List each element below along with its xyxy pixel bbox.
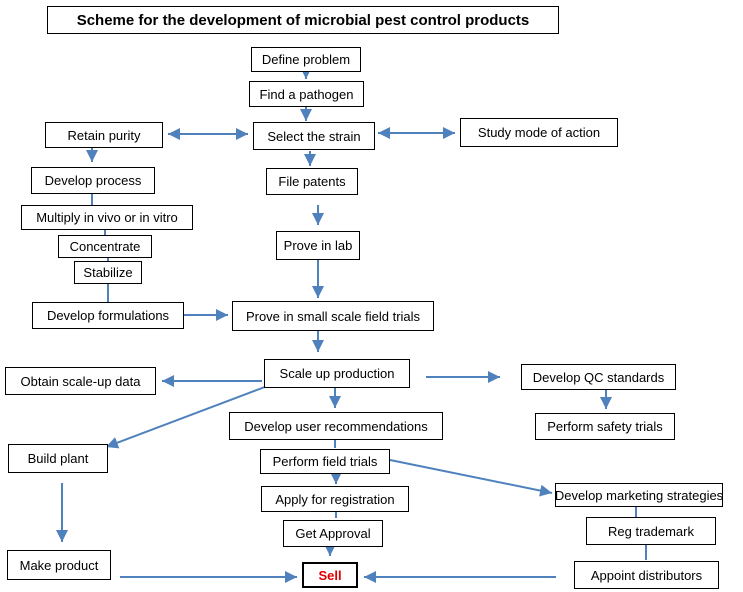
node-scale-up-production: Scale up production: [264, 359, 410, 388]
node-develop-marketing-strategies: Develop marketing strategies: [555, 483, 723, 507]
node-find-pathogen: Find a pathogen: [249, 81, 364, 107]
diagram-title: Scheme for the development of microbial …: [47, 6, 559, 34]
node-appoint-distributors: Appoint distributors: [574, 561, 719, 589]
node-retain-purity: Retain purity: [45, 122, 163, 148]
node-multiply: Multiply in vivo or in vitro: [21, 205, 193, 230]
node-build-plant: Build plant: [8, 444, 108, 473]
node-study-mode-of-action: Study mode of action: [460, 118, 618, 147]
node-reg-trademark: Reg trademark: [586, 517, 716, 545]
node-develop-formulations: Develop formulations: [32, 302, 184, 329]
node-apply-for-registration: Apply for registration: [261, 486, 409, 512]
node-perform-field-trials: Perform field trials: [260, 449, 390, 474]
node-select-strain: Select the strain: [253, 122, 375, 150]
arrow-perform-to-marketing: [389, 459, 553, 497]
node-define-problem: Define problem: [251, 47, 361, 72]
node-prove-in-lab: Prove in lab: [276, 231, 360, 260]
node-develop-user-recommendations: Develop user recommendations: [229, 412, 443, 440]
node-develop-process: Develop process: [31, 167, 155, 194]
node-sell: Sell: [302, 562, 358, 588]
node-prove-small-scale-field-trials: Prove in small scale field trials: [232, 301, 434, 331]
node-file-patents: File patents: [266, 168, 358, 195]
node-develop-qc-standards: Develop QC standards: [521, 364, 676, 390]
node-obtain-scale-up-data: Obtain scale-up data: [5, 367, 156, 395]
node-concentrate: Concentrate: [58, 235, 152, 258]
node-get-approval: Get Approval: [283, 520, 383, 547]
node-perform-safety-trials: Perform safety trials: [535, 413, 675, 440]
node-make-product: Make product: [7, 550, 111, 580]
arrow-scale-to-build: [105, 384, 271, 449]
node-stabilize: Stabilize: [74, 261, 142, 284]
